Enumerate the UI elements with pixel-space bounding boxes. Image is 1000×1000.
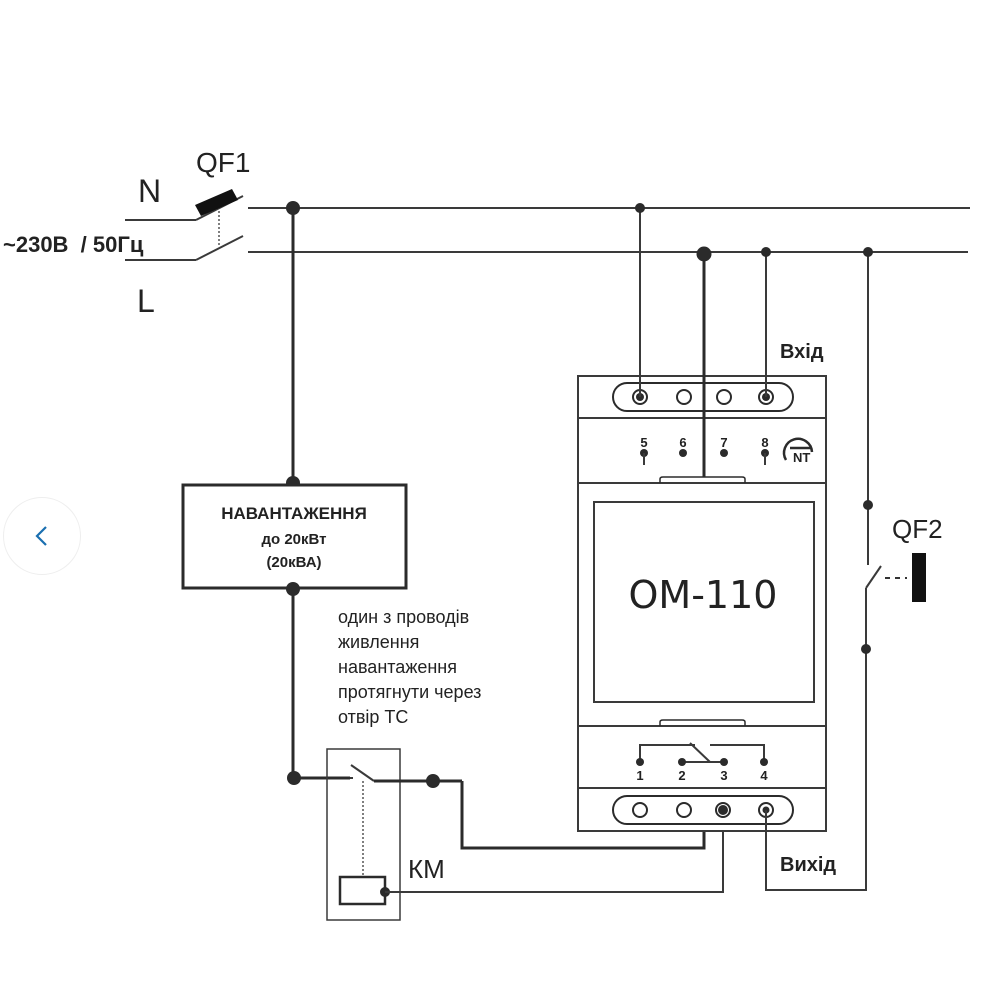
qf1-line-contact — [195, 235, 244, 261]
previous-slide-button[interactable] — [3, 497, 81, 575]
terminal-6-label: 6 — [679, 435, 686, 450]
terminal-7-screw[interactable] — [716, 389, 732, 405]
supply-voltage-label: ~230В / 50Гц — [3, 232, 144, 257]
junction-dot — [861, 644, 871, 654]
contactor-coil — [338, 875, 387, 906]
terminal-5-label: 5 — [640, 435, 647, 450]
terminal-4-label: 4 — [760, 768, 768, 783]
terminal-7-label: 7 — [720, 435, 727, 450]
load-apparent-power: (20кВА) — [266, 554, 321, 571]
wiring-note: один з проводів живлення навантаження пр… — [338, 607, 481, 727]
line-label: L — [137, 283, 155, 319]
contactor-switch-contact — [350, 764, 375, 782]
output-label: Вихід — [780, 854, 836, 876]
terminal-1-screw[interactable] — [632, 802, 648, 818]
load-box — [181, 483, 408, 590]
contact-nc-wire — [639, 744, 695, 760]
note-line: протягнути через — [338, 682, 481, 702]
junction-dot — [287, 771, 301, 785]
note-line: отвір ТС — [338, 707, 408, 727]
qf1-breaker — [125, 189, 244, 261]
note-line: навантаження — [338, 657, 457, 677]
junction-dot — [761, 247, 771, 257]
junction-dot — [426, 774, 440, 788]
junction-dot — [863, 247, 873, 257]
output-terminal-block — [612, 795, 794, 825]
pin-dot — [679, 449, 687, 457]
qf2-label: QF2 — [892, 514, 943, 544]
junction-dot — [635, 203, 645, 213]
qf2-to-terminal-4-wire — [765, 588, 867, 891]
qf1-label: QF1 — [196, 147, 250, 178]
load-title: НАВАНТАЖЕННЯ — [221, 504, 367, 523]
junction-dot — [863, 500, 873, 510]
contact-no-wire — [710, 744, 765, 760]
coil-wire — [385, 812, 724, 893]
qf1-handle-icon — [195, 189, 238, 216]
terminal-2-label: 2 — [678, 768, 685, 783]
pin-dot — [760, 758, 768, 766]
load-power: до 20кВт — [261, 531, 326, 548]
om-110-device: 5 6 7 8 NT ОМ-110 1 2 3 4 — [577, 375, 827, 832]
contactor-label: КМ — [408, 854, 445, 884]
terminal-8-label: 8 — [761, 435, 768, 450]
chevron-left-icon — [35, 526, 47, 546]
note-line: живлення — [338, 632, 419, 652]
terminal-2-screw[interactable] — [676, 802, 692, 818]
svg-text:NT: NT — [793, 450, 810, 465]
junction-dot — [696, 246, 712, 262]
contactor-enclosure — [326, 748, 401, 921]
relay-contact-icon — [689, 742, 711, 763]
neutral-label: N — [138, 173, 161, 209]
note-line: один з проводів — [338, 607, 469, 627]
pin-dot — [720, 758, 728, 766]
terminal-3-label: 3 — [720, 768, 727, 783]
device-model-label: ОМ-110 — [629, 573, 778, 617]
terminal-1-label: 1 — [636, 768, 643, 783]
device-display — [593, 501, 815, 703]
pin-dot — [678, 758, 686, 766]
pin-dot — [636, 758, 644, 766]
contactor-km: КМ — [326, 748, 462, 921]
terminal-fill — [718, 805, 728, 815]
ct-window-bottom — [659, 719, 746, 726]
input-label: Вхід — [780, 341, 824, 363]
junction-dot — [286, 201, 300, 215]
nt-logo-icon: NT — [782, 437, 814, 465]
qf2-handle-icon — [912, 553, 926, 602]
qf2-switch-contact — [865, 565, 882, 589]
terminal-6-screw[interactable] — [676, 389, 692, 405]
pin-dot — [720, 449, 728, 457]
